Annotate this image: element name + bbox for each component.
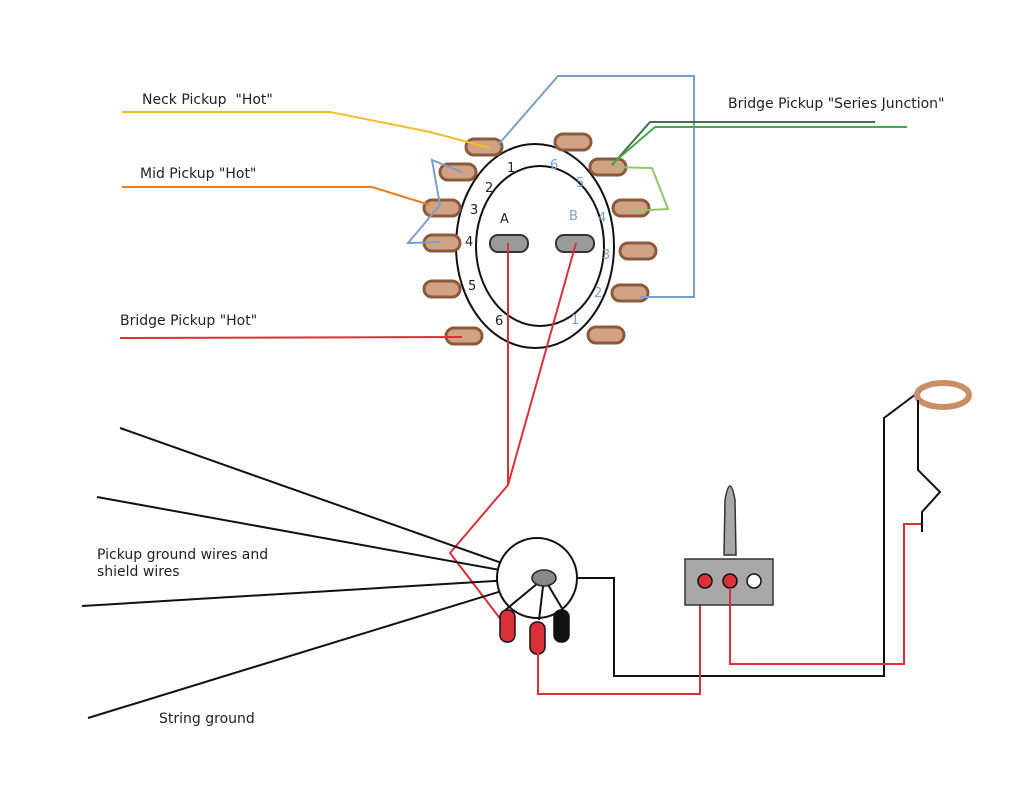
lug-right-6 [553, 132, 593, 152]
deck-a-number-4: 4 [465, 235, 473, 250]
neck-hot-wire [122, 111, 491, 149]
red-wire-common-a [448, 243, 509, 626]
red-wire-common-b [507, 242, 577, 486]
blue-jumper-left-zigzag [405, 158, 463, 245]
pot-lug-left [499, 609, 516, 643]
string-ground-wire [87, 577, 545, 719]
output-jack-ring [914, 380, 972, 410]
deck-a-number-3: 3 [470, 203, 478, 218]
label-ground-wires-line1: Pickup ground wires and [97, 547, 268, 563]
red-wire-pot-to-jack-tip [537, 582, 701, 695]
lug-left-5 [422, 279, 462, 299]
deck-b-number-1: 1 [571, 313, 579, 328]
deck-b-number-6: 6 [550, 158, 558, 173]
series-dark-wire [611, 121, 875, 166]
ground-wire-3 [81, 577, 545, 607]
deck-a-number-6: 6 [495, 314, 503, 329]
deck-b-number-2: 2 [594, 286, 602, 301]
label-string-ground: String ground [159, 711, 255, 727]
label-mid-pickup-hot: Mid Pickup "Hot" [140, 166, 256, 182]
ground-wire-2 [96, 496, 545, 579]
lug-left-3 [422, 198, 462, 218]
deck-b-number-3: 3 [602, 248, 610, 263]
red-wire-jack-to-output [729, 523, 922, 665]
jack-terminal-red-1 [697, 573, 713, 589]
deck-b-number-5: 5 [576, 176, 584, 191]
ground-wire-1 [119, 427, 545, 579]
label-ground-wires-line2: shield wires [97, 564, 180, 580]
deck-a-number-2: 2 [485, 181, 493, 196]
label-neck-pickup-hot: Neck Pickup "Hot" [142, 92, 273, 108]
deck-a-letter: A [500, 212, 509, 227]
pot-lug-right [553, 609, 570, 643]
lug-right-1 [586, 325, 626, 345]
jack-terminal-white [746, 573, 762, 589]
jack-needle [723, 485, 737, 556]
series-green-wire [611, 126, 907, 165]
green-jumper-wire [611, 166, 670, 212]
lug-right-3 [618, 241, 658, 261]
lug-right-2 [610, 283, 650, 303]
lug-right-4 [611, 198, 651, 218]
deck-a-number-1: 1 [507, 161, 515, 176]
jack-terminal-red-2 [722, 573, 738, 589]
bridge-hot-wire [119, 336, 463, 339]
deck-b-number-4: 4 [598, 211, 606, 226]
pot-shaft [531, 569, 557, 587]
output-jack-spring [917, 400, 942, 532]
lug-left-6 [444, 326, 484, 346]
lug-left-2 [438, 162, 478, 182]
deck-a-number-5: 5 [468, 279, 476, 294]
ground-wire-pot-to-jack [578, 393, 917, 677]
label-bridge-pickup-hot: Bridge Pickup "Hot" [120, 313, 257, 329]
blue-jumper-top-loop [497, 75, 695, 298]
mid-hot-wire [122, 186, 431, 206]
label-bridge-pickup-series-junction: Bridge Pickup "Series Junction" [728, 96, 944, 112]
switch-inner-ring [475, 165, 605, 327]
pot-lug-middle [529, 621, 546, 655]
deck-b-letter: B [569, 209, 578, 224]
